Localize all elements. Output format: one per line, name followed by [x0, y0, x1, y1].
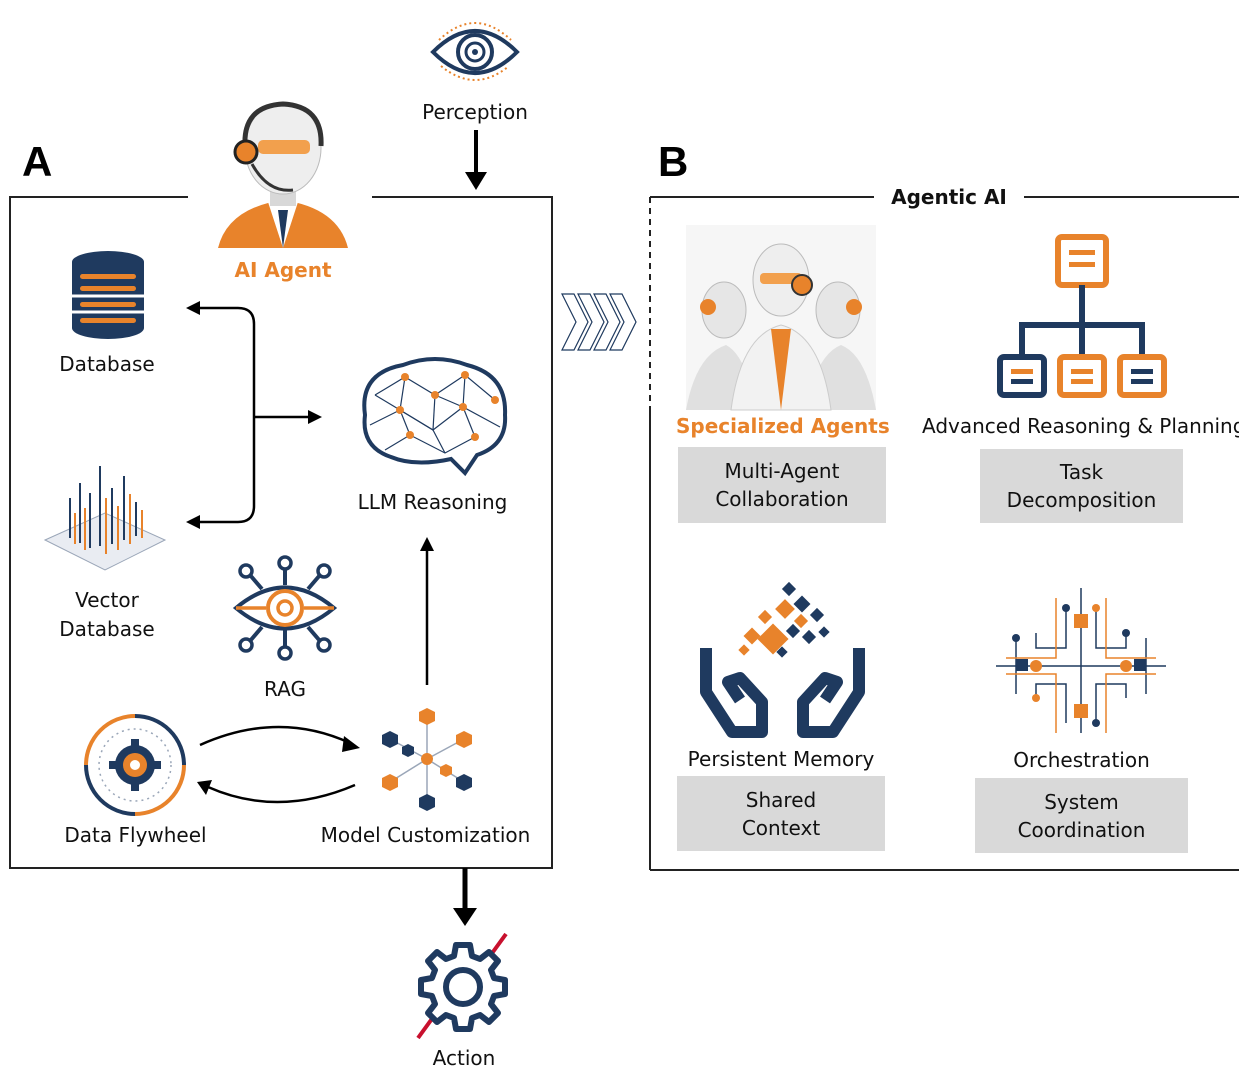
eye-icon — [430, 22, 520, 81]
rag-eye-network-icon — [232, 555, 338, 661]
database-label: Database — [59, 352, 155, 376]
agentic-ai-title: Agentic AI — [891, 185, 1007, 209]
brain-network-icon — [362, 357, 508, 477]
multi-agent-collaboration-text: Multi-Agent Collaboration — [715, 459, 849, 511]
perception-arrow — [465, 130, 487, 190]
perception-label: Perception — [422, 100, 528, 124]
action-label: Action — [432, 1046, 496, 1070]
model-to-llm-arrow — [420, 537, 434, 685]
flywheel-gear-icon — [84, 714, 186, 816]
rag-label: RAG — [264, 677, 306, 701]
vector-database-label-line2: Database — [59, 617, 155, 641]
system-coordination-box: System Coordination — [975, 778, 1188, 853]
data-flywheel-label: Data Flywheel — [64, 823, 207, 847]
model-customization-label: Model Customization — [320, 823, 531, 847]
vector-database-label-line1: Vector — [75, 588, 139, 612]
shared-context-box: Shared Context — [677, 776, 885, 851]
persistent-memory-title: Persistent Memory — [687, 747, 875, 771]
llm-reasoning-label: LLM Reasoning — [357, 490, 508, 514]
ai-agent-label: AI Agent — [234, 258, 332, 282]
specialized-agents-title: Specialized Agents — [676, 414, 890, 438]
chevron-arrows-icon — [561, 293, 637, 351]
circuit-board-icon — [996, 588, 1166, 733]
task-decomposition-box: Task Decomposition — [980, 449, 1183, 523]
task-decomposition-text: Task Decomposition — [1006, 460, 1157, 512]
robot-team-icon — [686, 225, 876, 411]
hexagon-network-icon — [382, 708, 472, 811]
action-arrow — [453, 868, 477, 926]
hands-pixels-icon — [700, 581, 865, 738]
vector-database-label: Vector Database — [42, 586, 172, 644]
shared-context-text: Shared Context — [741, 787, 821, 840]
reasoning-planning-title: Advanced Reasoning & Planning — [922, 414, 1239, 438]
vector-plot-icon — [43, 466, 167, 571]
robot-agent-icon — [218, 101, 348, 248]
orchestration-title: Orchestration — [1013, 748, 1150, 772]
database-icon — [72, 251, 144, 339]
panel-b-letter: B — [658, 138, 689, 185]
multi-agent-collaboration-box: Multi-Agent Collaboration — [678, 447, 886, 523]
gear-icon — [416, 932, 508, 1040]
hierarchy-tree-icon — [997, 234, 1167, 398]
system-coordination-text: System Coordination — [1017, 789, 1146, 842]
panel-a-letter: A — [22, 138, 53, 185]
